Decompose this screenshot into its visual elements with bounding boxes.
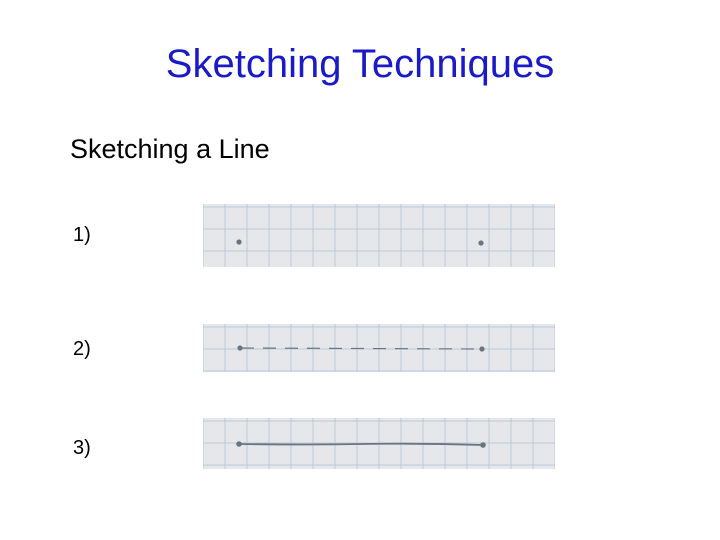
step-1-label: 1)	[73, 224, 91, 246]
end-point	[479, 346, 485, 352]
grid-panel-endpoints	[203, 204, 555, 267]
slide-subtitle: Sketching a Line	[70, 134, 270, 164]
step-2-label: 2)	[73, 338, 91, 360]
start-point	[237, 345, 243, 351]
end-point	[480, 442, 486, 448]
grid-panel-solid	[203, 418, 555, 469]
solid-line	[238, 442, 484, 446]
slide-title: Sketching Techniques	[165, 42, 555, 86]
start-point	[236, 441, 242, 447]
dashed-construction-line	[240, 347, 482, 350]
step-3-label: 3)	[73, 437, 91, 459]
start-point	[236, 239, 242, 245]
grid-lines	[203, 204, 555, 267]
end-point	[478, 240, 484, 246]
grid-panel-dashed	[203, 324, 555, 372]
